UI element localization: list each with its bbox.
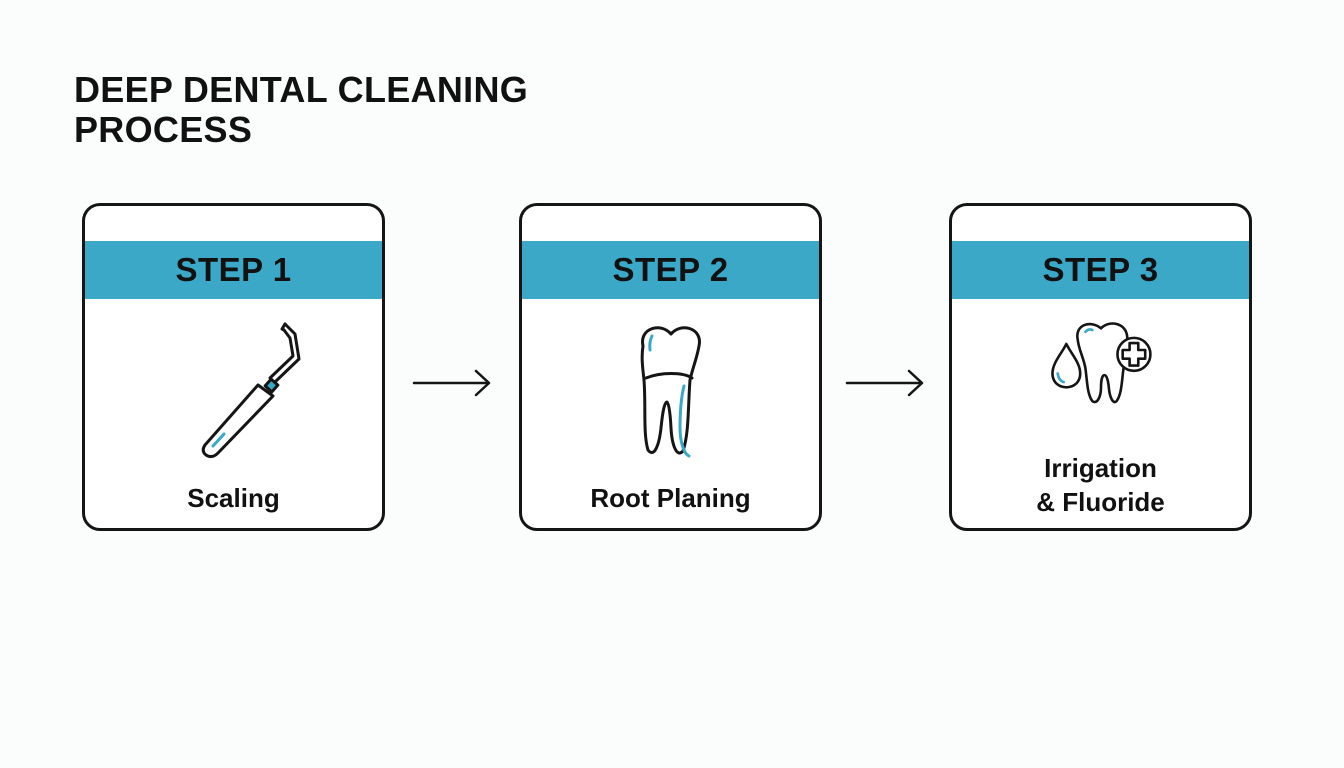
step-label-1: Scaling (187, 483, 280, 513)
step-header-1: STEP 1 (85, 241, 382, 299)
step-label-3: Irrigation & Fluoride (952, 451, 1249, 519)
arrow-right-icon (412, 369, 491, 397)
step-header-2: STEP 2 (522, 241, 819, 299)
step-label-3-line-2: & Fluoride (1036, 487, 1165, 517)
dental-scaler-icon (201, 322, 300, 459)
tooth-droplet-plus-icon (1050, 322, 1152, 404)
arrow-right-icon (845, 369, 924, 397)
step-card-1: STEP 1 Scaling (82, 203, 385, 531)
tooth-root-icon (640, 326, 701, 458)
step-card-3: STEP 3 Irrigation & Fluoride (949, 203, 1252, 531)
step-header-3: STEP 3 (952, 241, 1249, 299)
step-label-3-line-1: Irrigation (1044, 453, 1157, 483)
page-title: DEEP DENTAL CLEANING PROCESS (74, 69, 529, 150)
step-label-2: Root Planing (590, 483, 751, 513)
step-card-2: STEP 2 Root Planing (519, 203, 822, 531)
